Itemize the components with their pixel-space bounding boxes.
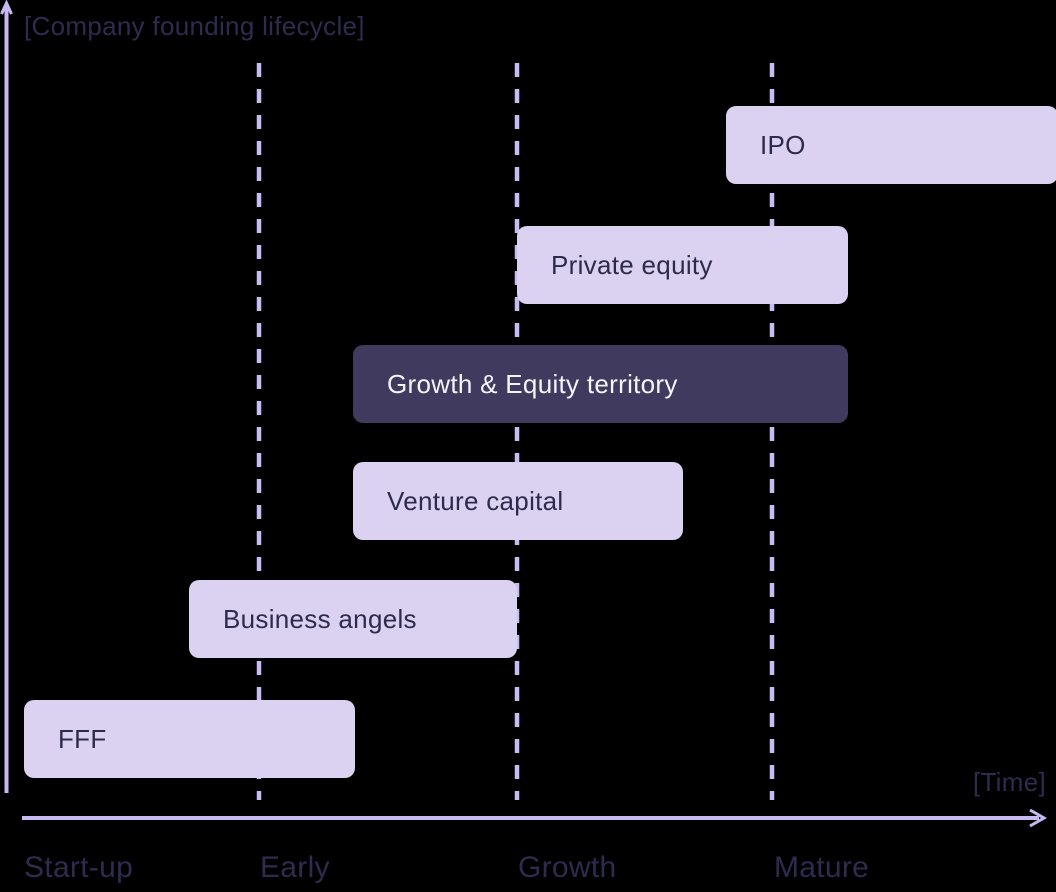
bar-label: Private equity xyxy=(551,249,713,280)
bar-ipo: IPO xyxy=(726,106,1056,184)
bar-label: IPO xyxy=(760,129,806,160)
bar-label: Growth & Equity territory xyxy=(387,368,678,399)
bar-label: Venture capital xyxy=(387,485,564,516)
bar-private-equity: Private equity xyxy=(517,226,848,304)
bar-fff: FFF xyxy=(24,700,355,778)
category-start-up: Start-up xyxy=(24,851,134,884)
bar-label: Business angels xyxy=(223,603,417,634)
category-mature: Mature xyxy=(774,851,870,884)
category-early: Early xyxy=(260,851,330,884)
y-axis-arrow-icon xyxy=(0,0,13,15)
x-axis-arrow-icon xyxy=(1029,808,1048,828)
x-axis-label: [Time] xyxy=(972,767,1046,797)
bar-label: FFF xyxy=(58,723,107,754)
y-axis-label: [Company founding lifecycle] xyxy=(24,11,365,41)
bar-growth-equity-territory: Growth & Equity territory xyxy=(353,345,848,423)
bar-venture-capital: Venture capital xyxy=(353,462,683,540)
bar-business-angels: Business angels xyxy=(189,580,517,658)
category-growth: Growth xyxy=(518,851,617,884)
